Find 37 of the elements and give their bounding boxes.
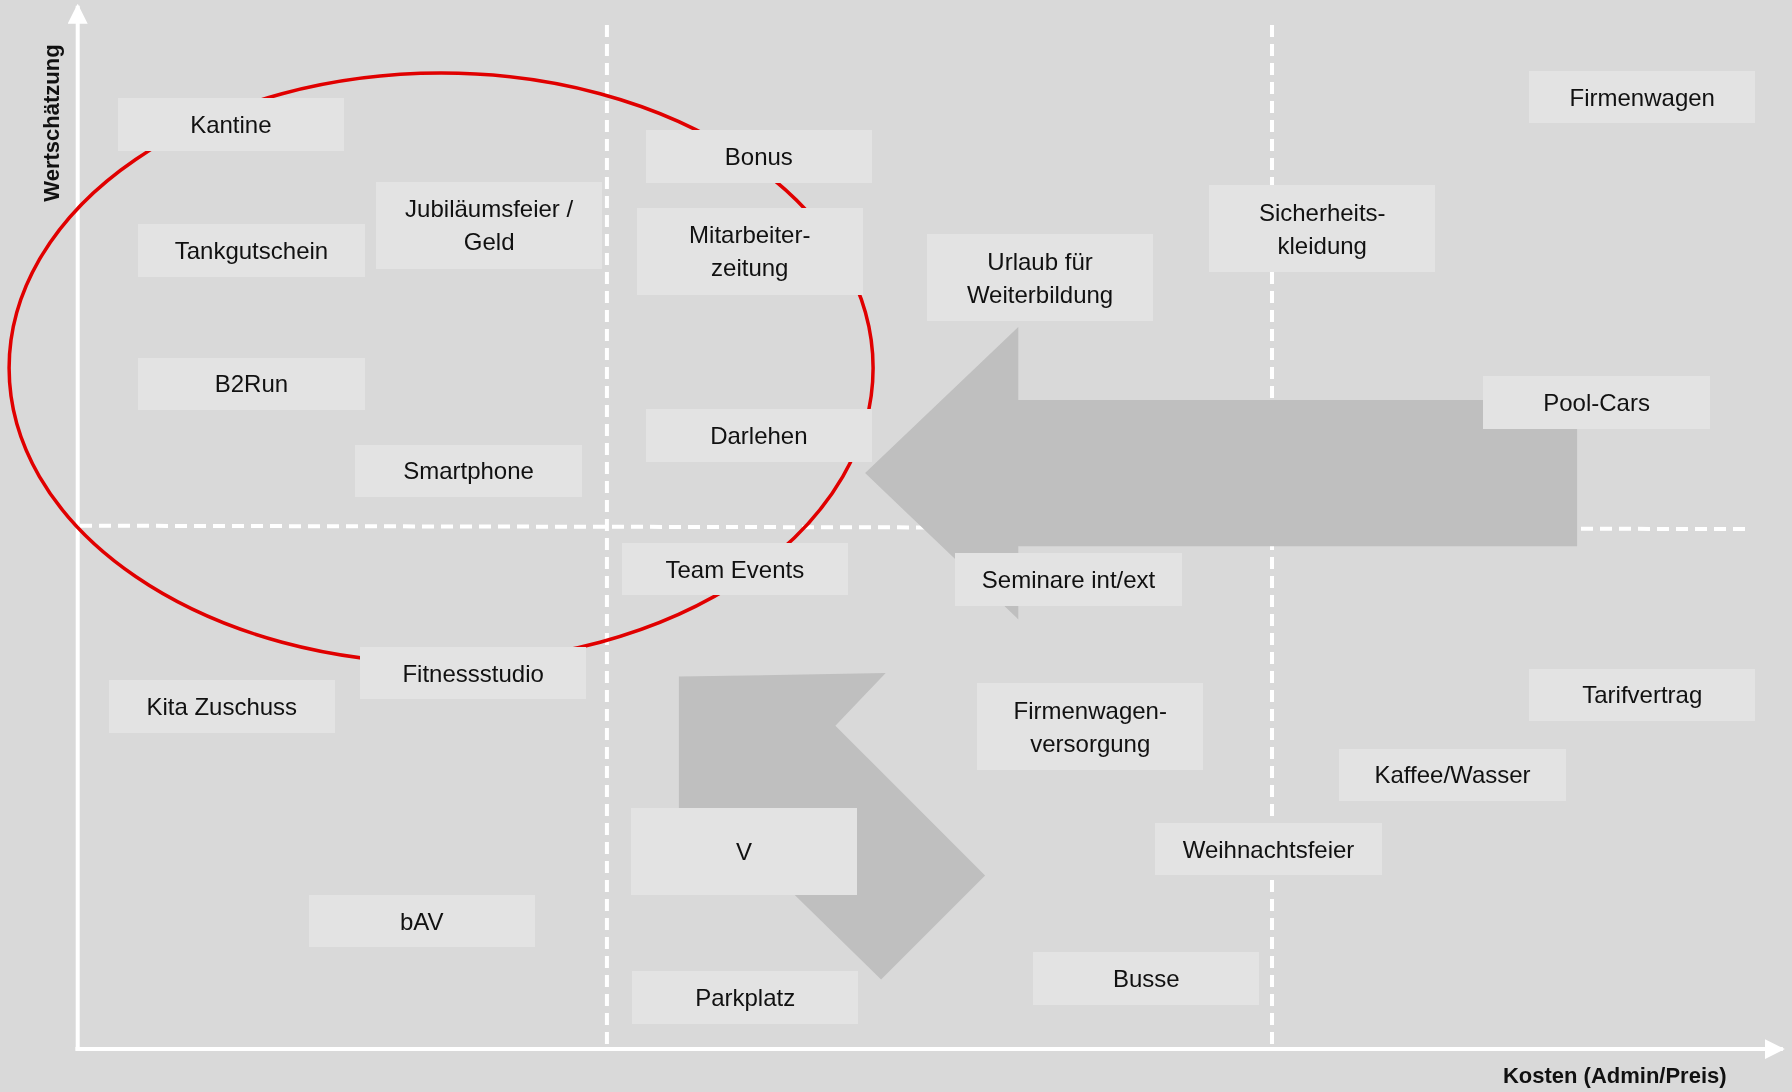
- item-label: Busse: [1112, 963, 1180, 994]
- item-label: Kita Zuschuss: [146, 691, 298, 722]
- item-label: Firmenwagen: [1569, 82, 1715, 113]
- label-box: [1209, 185, 1436, 272]
- item-label: Urlaub für Weiterbildung: [965, 246, 1115, 310]
- item-label: V: [736, 836, 753, 867]
- item-label: Kantine: [190, 110, 272, 141]
- label-box: [645, 409, 872, 462]
- item-label: Team Events: [665, 554, 805, 585]
- axis-title: Kosten (Admin/Preis): [1502, 1062, 1727, 1089]
- label-box: [117, 98, 344, 151]
- label-box: [630, 808, 858, 895]
- label-box: [621, 542, 848, 596]
- item-label: Smartphone: [403, 456, 534, 487]
- block-arrow: [865, 326, 1578, 620]
- item-label: bAV: [399, 906, 444, 937]
- label-box: [645, 130, 872, 183]
- item-label: Bonus: [724, 142, 793, 173]
- axis-title: Wertschätzung: [38, 44, 65, 203]
- item-label: Firmenwagen- versorgung: [1012, 695, 1168, 759]
- item-label: Jubiläumsfeier / Geld: [404, 194, 575, 258]
- item-label: Pool-Cars: [1543, 387, 1650, 418]
- label-box: [360, 646, 587, 700]
- label-box: [1483, 376, 1710, 429]
- label-box: [636, 208, 863, 295]
- item-label: Fitnessstudio: [402, 658, 544, 689]
- item-label: Mitarbeiter- zeitung: [688, 220, 812, 284]
- item-label: Weihnachtsfeier: [1182, 834, 1355, 865]
- label-box: [955, 553, 1182, 606]
- item-label: Sicherheits- kleidung: [1257, 197, 1387, 261]
- item-label: B2Run: [214, 369, 289, 400]
- item-label: Seminare int/ext: [981, 564, 1156, 595]
- item-label: Tankgutschein: [174, 235, 329, 266]
- item-label: Tarifvertrag: [1582, 680, 1703, 711]
- item-label: Kaffee/Wasser: [1374, 760, 1531, 791]
- item-label: Darlehen: [710, 420, 808, 451]
- item-label: Parkplatz: [695, 983, 796, 1014]
